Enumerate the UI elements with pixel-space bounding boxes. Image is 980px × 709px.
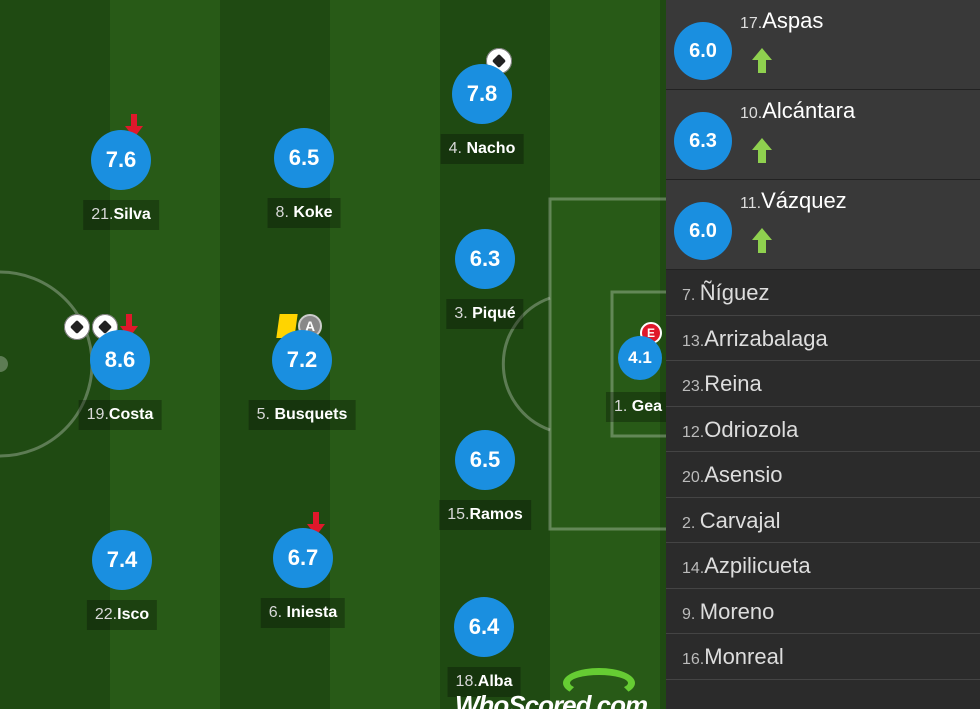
whoscored-logo: WhoScored.com xyxy=(455,668,665,709)
player-name-label: 18.Alba xyxy=(447,667,521,697)
substitutes-panel: 6.0 17.Aspas 6.3 10.Alcántara 6.0 11.Váz… xyxy=(666,0,980,709)
player-rating: 6.4 xyxy=(454,597,514,657)
player-alba[interactable]: 6.4 18.Alba xyxy=(424,597,544,707)
player-rating: 6.3 xyxy=(455,229,515,289)
bench-row[interactable]: 20.Asensio xyxy=(666,452,980,498)
bench-row[interactable]: 14.Azpilicueta xyxy=(666,543,980,589)
player-rating: 7.2 xyxy=(272,330,332,390)
sub-row-vazquez[interactable]: 6.0 11.Vázquez xyxy=(666,180,980,270)
player-name-label: 8. Koke xyxy=(267,198,341,228)
player-name-label: 10.Alcántara xyxy=(740,98,856,123)
bench-row[interactable]: 16.Monreal xyxy=(666,634,980,680)
player-rating: 6.0 xyxy=(674,22,732,80)
bench-row[interactable]: 23.Reina xyxy=(666,361,980,407)
player-ramos[interactable]: 6.5 15.Ramos xyxy=(425,430,545,540)
player-nacho[interactable]: 7.8 4. Nacho xyxy=(422,48,542,174)
sub-on-icon xyxy=(752,138,772,166)
player-name-label: 11.Vázquez xyxy=(740,188,847,213)
player-name-label: 4. Nacho xyxy=(440,134,524,164)
pitch: 7.6 21.Silva 6.5 8. Koke 7.8 4. Nacho 6.… xyxy=(0,0,666,709)
bench-row[interactable]: 9. Moreno xyxy=(666,589,980,634)
player-koke[interactable]: 6.5 8. Koke xyxy=(244,128,364,238)
player-rating: 7.8 xyxy=(452,64,512,124)
sub-row-alcantara[interactable]: 6.3 10.Alcántara xyxy=(666,90,980,180)
player-name-label: 5. Busquets xyxy=(248,400,356,430)
player-isco[interactable]: 7.4 22.Isco xyxy=(62,530,182,640)
player-name-label: 3. Piqué xyxy=(446,299,524,329)
player-rating: 4.1 xyxy=(618,336,662,380)
bench-row[interactable]: 13.Arrizabalaga xyxy=(666,316,980,361)
player-rating: 7.4 xyxy=(92,530,152,590)
player-rating: 6.7 xyxy=(273,528,333,588)
player-name-label: 6. Iniesta xyxy=(260,598,346,628)
player-gea[interactable]: E 4.1 1. Gea xyxy=(578,322,666,446)
player-name-label: 19.Costa xyxy=(78,400,162,430)
goal-ball-icon xyxy=(64,314,90,340)
sub-row-aspas[interactable]: 6.0 17.Aspas xyxy=(666,0,980,90)
player-rating: 6.0 xyxy=(674,202,732,260)
sub-on-icon xyxy=(752,48,772,76)
player-rating: 6.5 xyxy=(274,128,334,188)
player-rating: 6.3 xyxy=(674,112,732,170)
player-name-label: 17.Aspas xyxy=(740,8,824,33)
player-rating: 7.6 xyxy=(91,130,151,190)
bench-row[interactable]: 2. Carvajal xyxy=(666,498,980,543)
player-costa[interactable]: 8.6 19.Costa xyxy=(60,314,180,440)
player-silva[interactable]: 7.6 21.Silva xyxy=(61,114,181,240)
bench-row[interactable]: 12.Odriozola xyxy=(666,407,980,452)
player-name-label: 21.Silva xyxy=(83,200,159,230)
bench-row[interactable]: 7. Ñíguez xyxy=(666,270,980,316)
sub-on-icon xyxy=(752,228,772,256)
player-rating: 6.5 xyxy=(455,430,515,490)
logo-mark-icon xyxy=(563,668,635,698)
player-rating: 8.6 xyxy=(90,330,150,390)
player-name-label: 22.Isco xyxy=(86,600,158,630)
player-name-label: 1. Gea xyxy=(605,392,666,422)
player-busquets[interactable]: A 7.2 5. Busquets xyxy=(242,314,362,440)
player-iniesta[interactable]: 6.7 6. Iniesta xyxy=(243,512,363,638)
player-pique[interactable]: 6.3 3. Piqué xyxy=(425,229,545,339)
player-name-label: 15.Ramos xyxy=(439,500,531,530)
